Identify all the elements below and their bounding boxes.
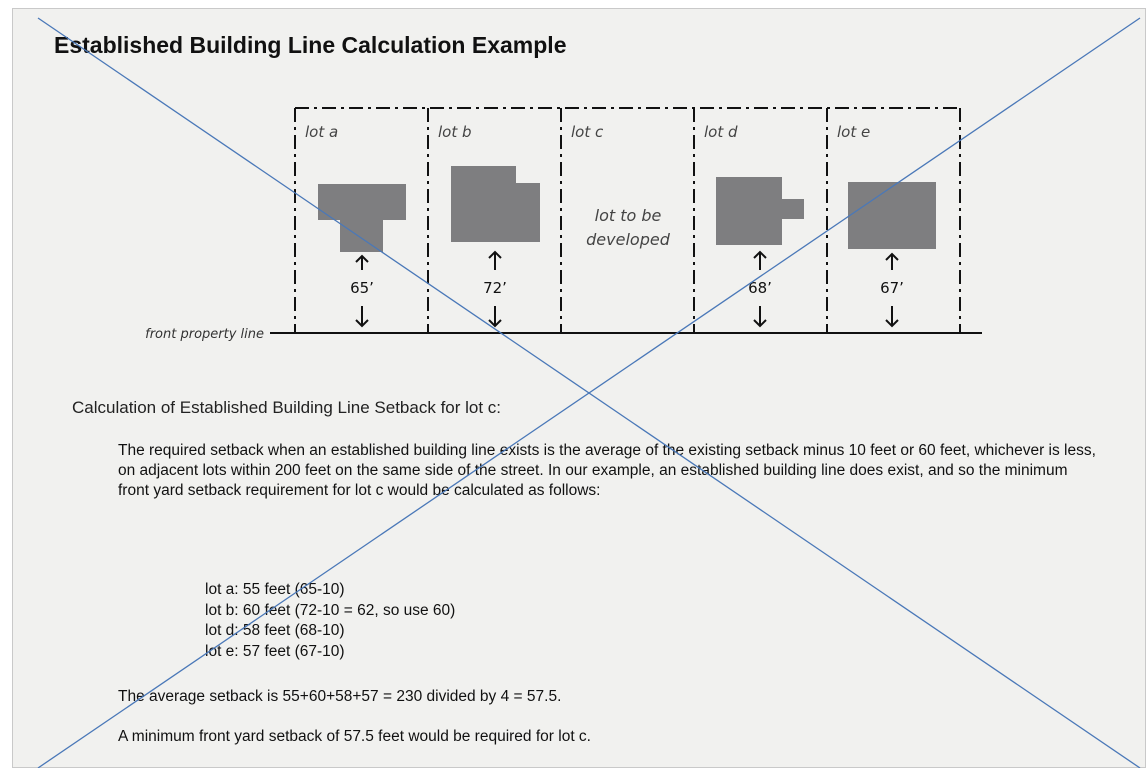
lot-label-b: lot b: [438, 123, 472, 141]
minimum-setback-text: A minimum front yard setback of 57.5 fee…: [118, 728, 591, 745]
calculation-intro: The required setback when an established…: [118, 442, 1096, 499]
front-property-line-label: front property line: [145, 327, 264, 342]
lot-label-a: lot a: [305, 123, 338, 141]
setback-arrows: [355, 250, 899, 328]
calculation-heading: Calculation of Established Building Line…: [72, 398, 502, 417]
lot-calculation-d: lot d: 58 feet (68-10): [205, 622, 345, 639]
setback-label-b: 72’: [483, 279, 507, 297]
lot-calculation-list: lot a: 55 feet (65-10) lot b: 60 feet (7…: [205, 580, 455, 662]
building-lot-b: [451, 166, 540, 242]
lot-c-description-line2: developed: [586, 230, 671, 249]
lot-calculation-e: lot e: 57 feet (67-10): [205, 642, 345, 660]
lot-calculation-b: lot b: 60 feet (72-10 = 62, so use 60): [205, 601, 456, 619]
lot-c-description-line1: lot to be: [595, 206, 662, 225]
lot-label-c: lot c: [571, 123, 604, 141]
building-lot-a: [318, 184, 406, 252]
lot-label-d: lot d: [704, 123, 738, 141]
lot-label-e: lot e: [837, 123, 870, 141]
lot-diagram: front property line lot a lot b lot c lo…: [145, 107, 982, 342]
lot-calculation-a: lot a: 55 feet (65-10): [205, 581, 345, 598]
building-lot-d: [716, 177, 804, 245]
setback-label-a: 65’: [350, 279, 374, 297]
setback-label-e: 67’: [880, 279, 904, 297]
building-lot-e: [848, 182, 936, 249]
average-setback-text: The average setback is 55+60+58+57 = 230…: [118, 688, 562, 705]
setback-label-d: 68’: [748, 279, 772, 297]
